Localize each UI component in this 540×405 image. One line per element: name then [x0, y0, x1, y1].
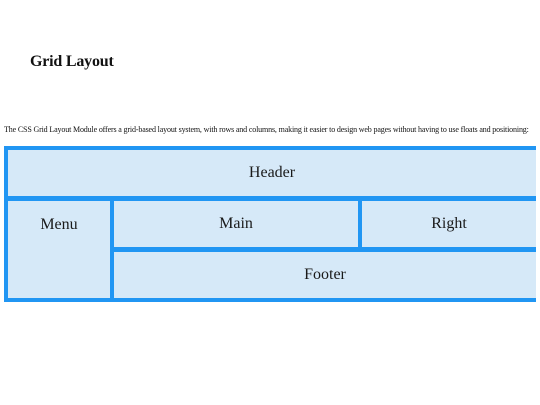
grid-item-main: Main: [114, 201, 358, 247]
grid-item-header: Header: [8, 150, 536, 196]
grid-item-right: Right: [362, 201, 536, 247]
grid-item-menu: Menu: [8, 201, 110, 298]
grid-item-footer: Footer: [114, 252, 536, 298]
grid-container: Header Menu Main Right Footer: [4, 146, 536, 302]
intro-paragraph: The CSS Grid Layout Module offers a grid…: [4, 125, 529, 134]
page-title: Grid Layout: [30, 53, 114, 70]
